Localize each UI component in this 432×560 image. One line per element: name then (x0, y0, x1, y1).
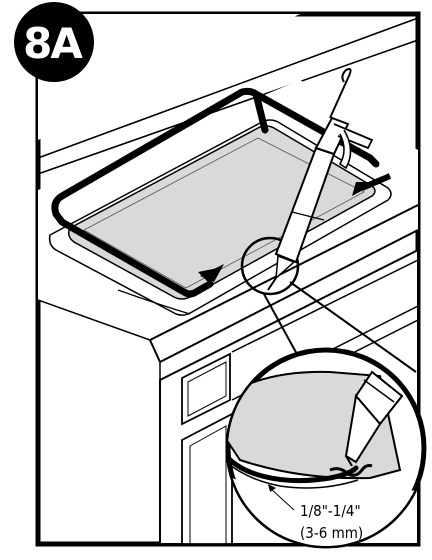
dimension-label-mm: (3-6 mm) (300, 524, 363, 542)
step-badge: 8A (14, 2, 94, 82)
step-badge-label: 8A (23, 19, 83, 68)
dimension-label-inches: 1/8"-1/4" (300, 502, 361, 520)
